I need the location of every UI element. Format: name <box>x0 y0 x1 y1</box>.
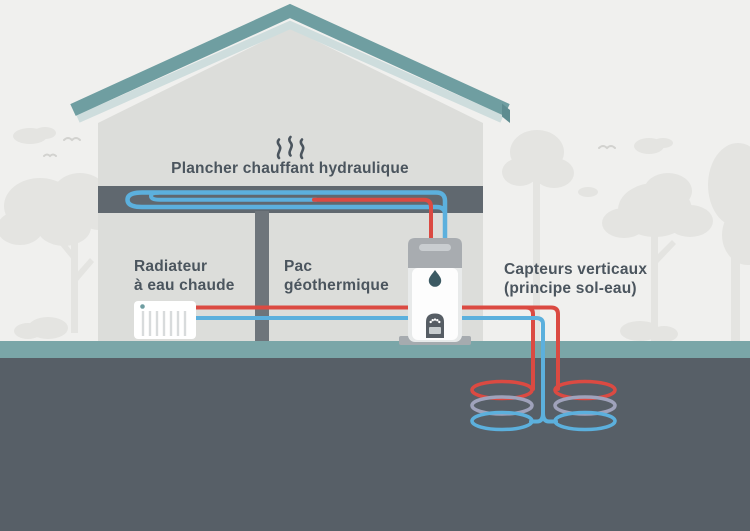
bird-icons <box>43 137 616 158</box>
hot-pipe-to-ground <box>194 305 560 391</box>
heat-pump-unit <box>399 238 471 345</box>
radiator-valve <box>140 304 145 309</box>
cold-pipe-from-ground <box>194 316 545 416</box>
radiator <box>134 301 196 339</box>
steam-icon <box>276 135 305 160</box>
roof <box>70 3 510 123</box>
label-vertical-sensors: Capteurs verticaux (principe sol-eau) <box>504 261 648 297</box>
gauge-icon <box>426 313 444 338</box>
heat-pump-cap <box>408 238 462 268</box>
label-heat-pump: Pac géothermique <box>284 258 389 294</box>
house-wall <box>98 28 483 341</box>
interior-wall <box>255 211 269 341</box>
label-floor-heating: Plancher chauffant hydraulique <box>171 160 409 177</box>
tree-far-right <box>708 143 750 341</box>
radiator-and-ground-pipes <box>194 305 560 424</box>
radiator-fins <box>141 311 187 336</box>
floor-pipe-cooled <box>149 190 318 202</box>
label-radiator: Radiateur à eau chaude <box>134 258 235 294</box>
tree-behind-house <box>502 130 574 341</box>
heat-pump-panel <box>412 268 458 340</box>
roof-edge-cap <box>502 103 510 123</box>
ground-loop-right <box>553 379 617 432</box>
tree-right <box>602 173 713 342</box>
grass-strip <box>0 341 750 358</box>
cold-pipe-split <box>529 411 558 424</box>
ground-loop-left <box>470 379 534 432</box>
floor-pipe-supply <box>312 197 433 248</box>
cloud-right <box>578 138 673 197</box>
background-trees <box>0 127 750 342</box>
droplet-icon <box>428 270 442 287</box>
ground-soil <box>0 358 750 531</box>
heat-pump-vent <box>419 244 451 251</box>
cloud-left <box>13 127 56 144</box>
floor-pipe-return <box>125 190 448 249</box>
floor-heating-pipe <box>125 190 448 249</box>
